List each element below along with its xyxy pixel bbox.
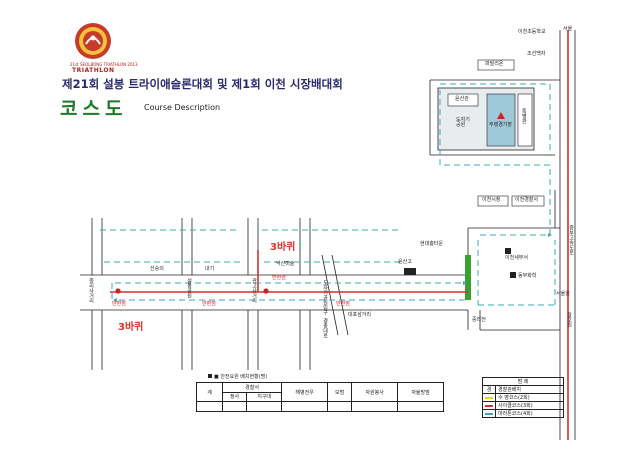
police-table-col-marine: 해병전우 bbox=[281, 382, 329, 402]
label-seoul-right: 서울원 bbox=[556, 291, 570, 297]
logo-name: TRIATHLON bbox=[72, 67, 115, 74]
pavilion-building bbox=[477, 59, 515, 71]
label-dongbu-chem: 동부화학 bbox=[518, 273, 537, 279]
police-table-sub-1: 정사 bbox=[221, 391, 248, 402]
return-point-marker-left bbox=[115, 288, 121, 294]
yunsangwan-building bbox=[447, 93, 479, 107]
police-table-total-header: 계 bbox=[196, 382, 223, 402]
police-table-col-selfguard: 자율방범 bbox=[397, 382, 444, 402]
label-road-gyeongchung: 경충대로 bbox=[322, 318, 328, 338]
label-to-seoul: 서울 bbox=[563, 26, 573, 32]
tax-office-building bbox=[505, 248, 511, 254]
label-naksan: 낙산미술 bbox=[276, 261, 295, 267]
label-sinhoeje: 선승의 bbox=[150, 266, 164, 272]
label-ichon-police: 이천경찰서 bbox=[515, 197, 539, 203]
page-title: 제21회 설봉 트라이애슬론대회 및 제1회 이천 시장배대회 bbox=[62, 77, 343, 91]
police-table: 계 경찰서 해병전우 모범 자원봉사 자율방범 정사 지구대 bbox=[196, 382, 444, 412]
label-ichon-office: 이천세무서 bbox=[505, 255, 529, 261]
legend-title: 범 례 bbox=[482, 377, 564, 386]
label-ichon-city: 이천시청 bbox=[482, 197, 501, 203]
legend-run-swatch bbox=[482, 409, 496, 418]
label-intersection-2: 대포삼거리 bbox=[348, 312, 372, 318]
label-joseon-pot: 조선백자 bbox=[527, 51, 546, 57]
label-dojagi-park: 도자기 공원 bbox=[456, 117, 470, 128]
return-point-label-4: 반환점 bbox=[336, 301, 350, 307]
legend-text-bike: 사이클코스(3회) bbox=[495, 401, 564, 410]
return-point-label-3: 반환점 bbox=[272, 275, 286, 281]
police-table-caption: ■ 안전요원 배치현황(명) bbox=[214, 374, 268, 380]
logo-subtitle: 21st SEOLBONG TRIATHLON 2013 bbox=[70, 62, 138, 67]
table-caption-bullet bbox=[208, 374, 212, 378]
return-point-marker-center bbox=[263, 288, 269, 294]
green-zone bbox=[465, 255, 471, 300]
three-laps-label-left: 3바퀴 bbox=[118, 322, 144, 333]
yunsanggo-building bbox=[404, 268, 416, 275]
return-point-label-1: 반환점 bbox=[112, 301, 126, 307]
course-title-korean: 코스도 bbox=[60, 98, 128, 120]
label-near-river: 중리천 bbox=[472, 317, 486, 323]
legend-text-swim: 수 영코스(2회) bbox=[495, 393, 564, 402]
label-bridge: 도자기공원입구 bbox=[322, 280, 328, 315]
run-course bbox=[100, 83, 556, 306]
police-table-col-model: 모범 bbox=[327, 382, 353, 402]
legend-text-run: 마라톤코스(4회) bbox=[495, 409, 564, 418]
police-table-sub-2: 지구대 bbox=[246, 391, 283, 402]
label-south: 장호원 bbox=[566, 312, 572, 327]
dongbu-building bbox=[510, 272, 516, 278]
return-point-label-2: 반환점 bbox=[202, 301, 216, 307]
legend-text-police: 경찰관배치 bbox=[495, 385, 564, 394]
label-yunsanggo: 윤산고 bbox=[398, 259, 412, 265]
label-yunsangwan: 윤산관 bbox=[455, 96, 469, 102]
event-logo-icon bbox=[75, 23, 111, 59]
legend-bike-swatch bbox=[482, 401, 496, 410]
label-main-stage: 주행경기장 bbox=[489, 122, 513, 128]
label-road-jungbu: 중부고속도로 bbox=[568, 225, 574, 255]
label-intersection-3: 설봉공원 bbox=[186, 278, 192, 298]
legend-table: 범 례 경 경찰관배치 수 영코스(2회) 사이클코스(3회) 마라톤코스(4회… bbox=[482, 377, 564, 418]
label-intersection-4: 관고사거리 bbox=[251, 278, 257, 303]
ichon-police-building bbox=[511, 195, 545, 207]
police-table-main-header: 경찰서 bbox=[221, 382, 283, 393]
legend-symbol-police: 경 bbox=[482, 385, 496, 394]
main-stage-building bbox=[486, 93, 516, 147]
label-naegi: 내기 bbox=[205, 266, 215, 272]
bike-course bbox=[110, 30, 569, 440]
stage-marker-icon bbox=[497, 112, 505, 119]
label-pavilion: 파빌리온 bbox=[485, 61, 504, 67]
label-hyundai: 현대홈타운 bbox=[420, 241, 444, 247]
mall-building bbox=[517, 93, 533, 147]
label-ichon-school: 이천초등학교 bbox=[518, 29, 546, 35]
course-title-english: Course Description bbox=[144, 103, 221, 112]
label-mall: 특 별 관 bbox=[522, 109, 527, 125]
legend-swim-swatch bbox=[482, 393, 496, 402]
road-network bbox=[80, 30, 576, 440]
ichon-city-building bbox=[477, 195, 509, 207]
police-table-col-volunteer: 자원봉사 bbox=[351, 382, 399, 402]
three-laps-label-center: 3바퀴 bbox=[270, 242, 296, 253]
label-intersection-1: 중리사거리 bbox=[88, 278, 94, 303]
